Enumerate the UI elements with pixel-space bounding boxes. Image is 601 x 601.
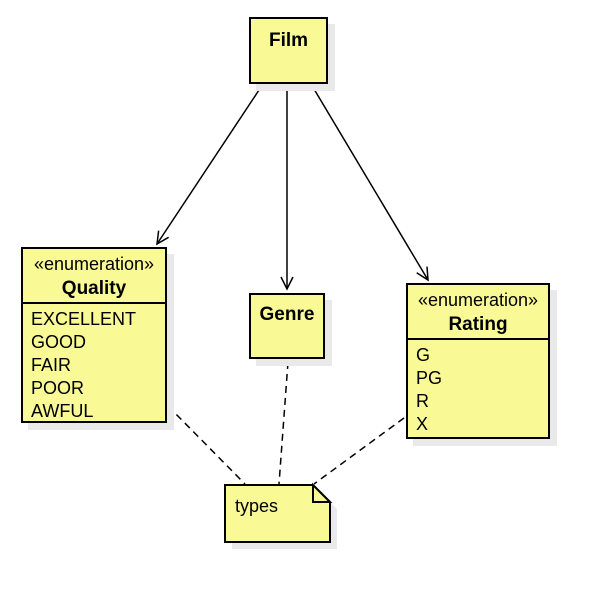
- enum-node-rating[interactable]: «enumeration» Rating G PG R X: [406, 283, 550, 439]
- enum-values-quality: EXCELLENT GOOD FAIR POOR AWFUL: [23, 304, 165, 423]
- enum-value: G: [416, 345, 431, 365]
- enum-value: EXCELLENT: [31, 309, 137, 329]
- stereotype-label: «enumeration»: [33, 254, 155, 274]
- enum-value: GOOD: [31, 332, 87, 352]
- enum-value: POOR: [31, 378, 85, 398]
- edge-note-genre[interactable]: [278, 361, 289, 485]
- enum-name-quality: Quality: [61, 278, 127, 299]
- enum-value: R: [416, 391, 429, 411]
- enum-header-rating: «enumeration» Rating: [408, 285, 548, 340]
- note-shape[interactable]: [224, 484, 331, 543]
- enum-value: X: [416, 414, 429, 434]
- enum-value: FAIR: [31, 355, 72, 375]
- class-node-film[interactable]: Film: [249, 17, 328, 84]
- enum-values-rating: G PG R X: [408, 340, 548, 436]
- enum-name-rating: Rating: [448, 314, 508, 335]
- edge-film-rating[interactable]: [310, 83, 429, 282]
- note-text: types: [235, 496, 279, 516]
- class-node-genre[interactable]: Genre: [249, 293, 325, 359]
- edge-film-quality[interactable]: [156, 83, 264, 246]
- note-fold-corner-icon: [312, 482, 333, 503]
- enum-node-quality[interactable]: «enumeration» Quality EXCELLENT GOOD FAI…: [21, 247, 167, 423]
- stereotype-label: «enumeration»: [417, 290, 539, 310]
- enum-header-quality: «enumeration» Quality: [23, 249, 165, 304]
- class-name-film: Film: [268, 30, 309, 51]
- edge-note-quality[interactable]: [167, 405, 246, 485]
- enum-value: PG: [416, 368, 443, 388]
- class-name-genre: Genre: [259, 304, 315, 325]
- enum-value: AWFUL: [31, 401, 94, 421]
- edge-note-rating[interactable]: [313, 417, 405, 485]
